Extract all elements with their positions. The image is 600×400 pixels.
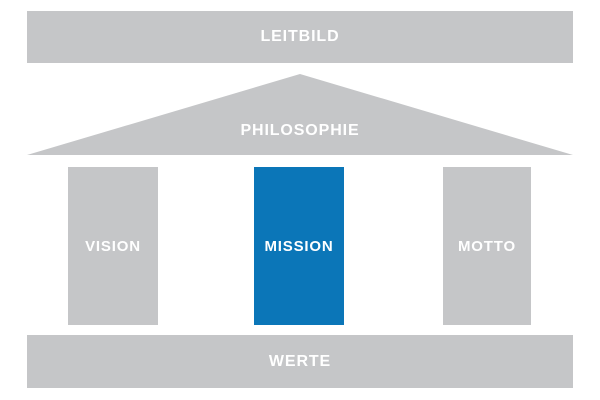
column-vision-label: VISION (85, 237, 141, 255)
top-beam-leitbild[interactable]: LEITBILD (27, 11, 573, 63)
column-mission[interactable]: MISSION (254, 167, 344, 325)
bottom-beam-label: WERTE (268, 352, 332, 370)
pediment-triangle-icon (27, 74, 573, 155)
column-mission-label: MISSION (264, 237, 334, 255)
column-vision[interactable]: VISION (68, 167, 158, 325)
column-motto-label: MOTTO (457, 237, 516, 255)
bottom-beam-werte[interactable]: WERTE (27, 335, 573, 388)
pediment-philosophie[interactable]: PHILOSOPHIE (27, 74, 573, 155)
top-beam-label: LEITBILD (260, 28, 340, 45)
column-motto[interactable]: MOTTO (443, 167, 531, 325)
